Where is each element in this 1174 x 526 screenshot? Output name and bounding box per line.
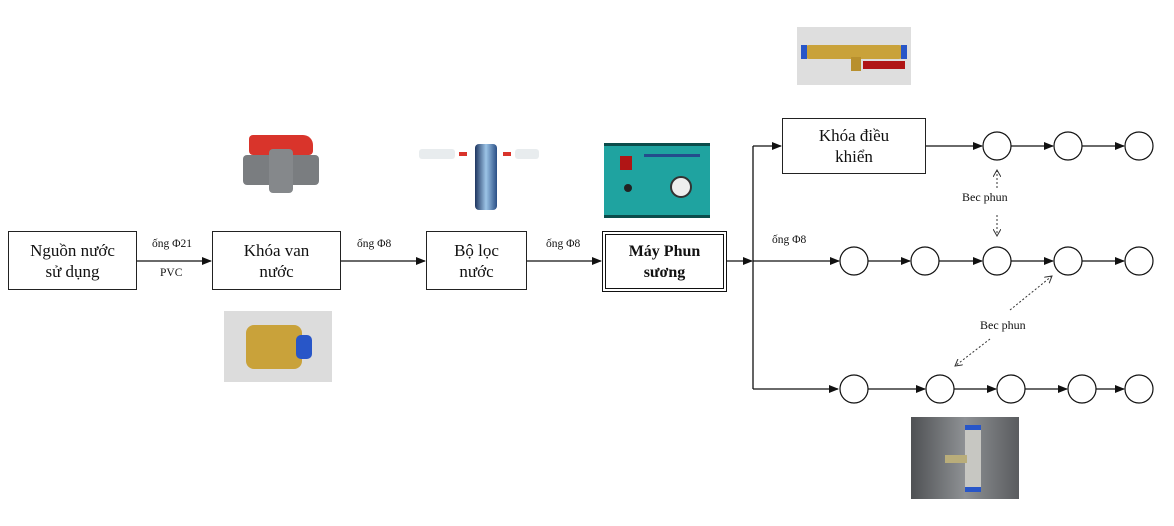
fitting-photo	[224, 311, 332, 382]
nozzle-node-bottom-5	[1124, 374, 1154, 404]
water-filter-photo	[417, 140, 541, 214]
nozzle-node-middle-5	[1124, 246, 1154, 276]
pointer-ne	[1009, 276, 1052, 311]
nozzle-node-middle-3	[982, 246, 1012, 276]
control-valve-photo	[797, 27, 911, 85]
node-mister-line1: Máy Phun	[628, 242, 701, 260]
edge-label-pipe21: ống Φ21	[152, 238, 193, 250]
nozzle-node-top-3	[1124, 131, 1154, 161]
annotation-nozzle-2: Bec phun	[980, 318, 1026, 332]
node-mister-line2: sương	[643, 263, 686, 281]
node-mister: Máy Phun sương	[602, 231, 727, 292]
nozzle-node-top-1	[982, 131, 1012, 161]
edge-label-pipe8-c: ống Φ8	[772, 234, 807, 246]
nozzle-node-bottom-2	[925, 374, 955, 404]
mist-machine-photo	[604, 143, 710, 218]
edge-label-pvc: PVC	[160, 267, 183, 279]
node-control-line2: khiển	[835, 147, 873, 166]
ball-valve-photo	[243, 133, 319, 195]
node-valve-line1: Khóa van	[243, 240, 310, 260]
node-control: Khóa điều khiển	[782, 118, 926, 174]
node-source-line2: sử dụng	[45, 261, 100, 281]
nozzle-node-bottom-3	[996, 374, 1026, 404]
nozzle-node-middle-1	[839, 246, 869, 276]
edge-label-pipe8-b: ống Φ8	[546, 238, 581, 250]
node-valve: Khóa van nước	[212, 231, 341, 290]
node-source-line1: Nguồn nước	[30, 240, 115, 260]
nozzle-node-top-2	[1053, 131, 1083, 161]
pointer-sw	[955, 338, 991, 366]
nozzle-node-bottom-4	[1067, 374, 1097, 404]
node-filter: Bộ lọc nước	[426, 231, 527, 290]
annotation-nozzle-1: Bec phun	[962, 190, 1008, 204]
node-source: Nguồn nước sử dụng	[8, 231, 137, 290]
node-filter-line2: nước	[459, 261, 494, 281]
edge-label-pipe8-a: ống Φ8	[357, 238, 392, 250]
nozzle-node-middle-2	[910, 246, 940, 276]
node-control-line1: Khóa điều	[818, 126, 890, 145]
node-filter-line1: Bộ lọc	[454, 240, 499, 260]
node-valve-line2: nước	[259, 261, 294, 281]
nozzle-node-bottom-1	[839, 374, 869, 404]
nozzle-photo	[911, 417, 1019, 499]
nozzle-node-middle-4	[1053, 246, 1083, 276]
